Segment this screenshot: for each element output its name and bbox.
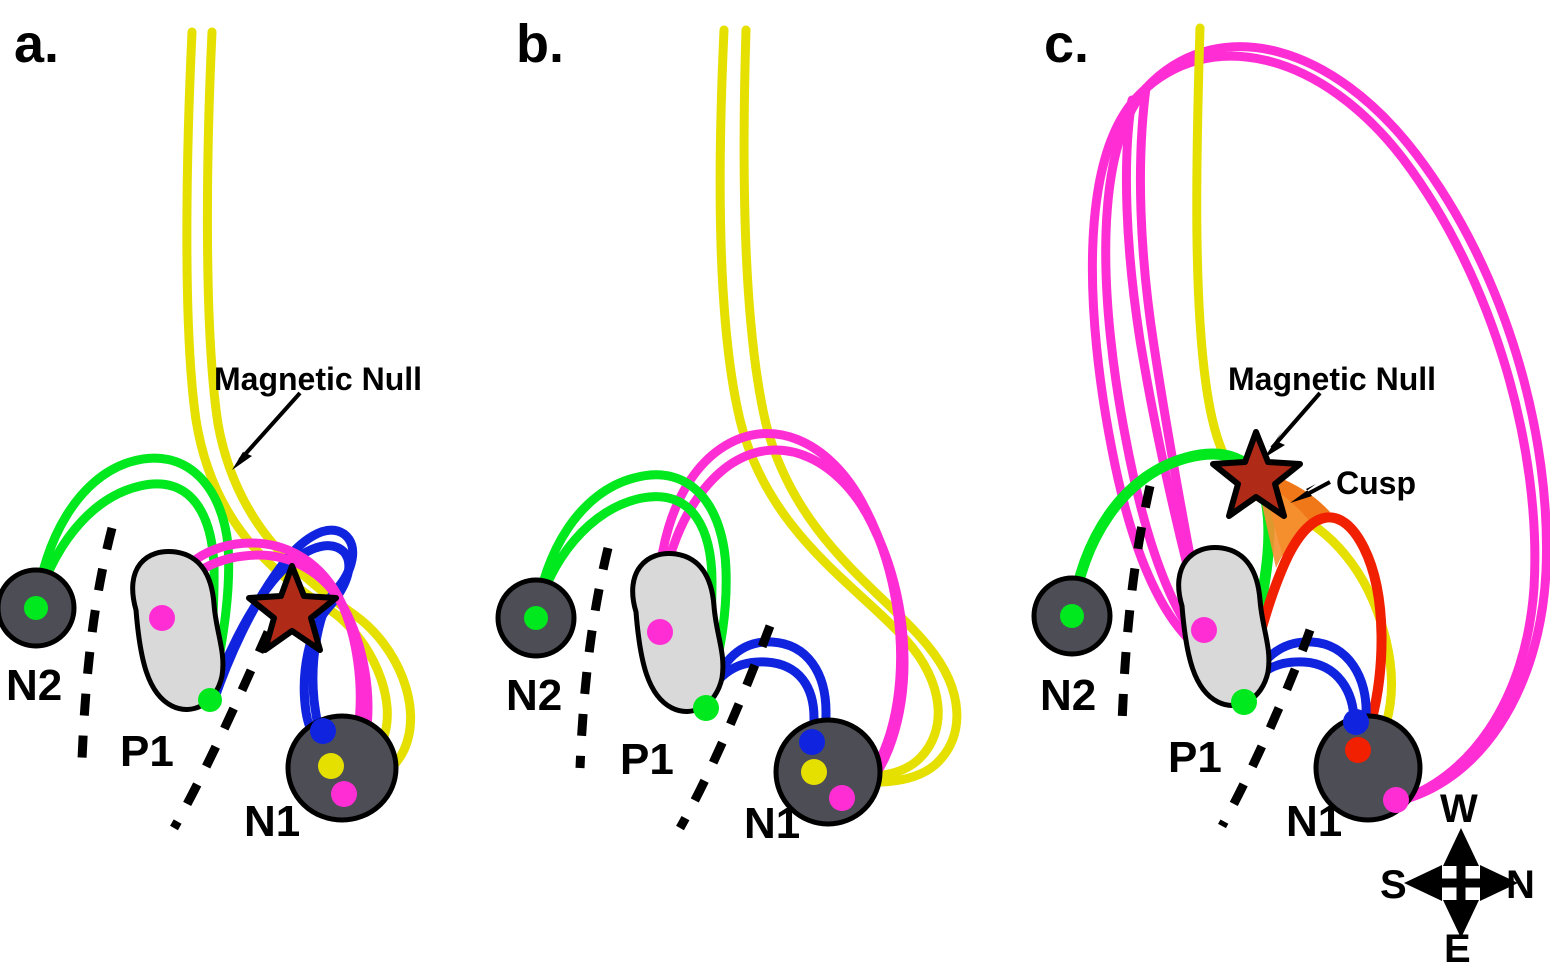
polarity-inversion-line	[1218, 628, 1315, 829]
compass-label-south: S	[1380, 863, 1407, 907]
compass-arrow-north-icon	[1480, 865, 1518, 901]
panel-c: Magnetic Null Cusp N2 P1 N1 c.	[1031, 14, 1550, 846]
annotation-leader-line	[1270, 391, 1322, 450]
footpoint-yellow-n1	[801, 759, 827, 785]
star-icon	[246, 563, 339, 653]
fieldline-yellow	[715, 25, 943, 781]
footpoint-blue-n1	[799, 729, 825, 755]
compass-arrow-south-icon	[1404, 865, 1442, 901]
region-label-n1: N1	[744, 799, 800, 848]
cusp-label: Cusp	[1336, 465, 1416, 501]
footpoint-magenta-n1	[1383, 787, 1409, 813]
footpoint-magenta-p1	[149, 605, 175, 631]
arrowhead-icon	[232, 442, 252, 470]
footpoint-magenta-p1	[647, 619, 673, 645]
panel-label-c: c.	[1044, 14, 1089, 74]
region-label-n1: N1	[244, 797, 300, 846]
footpoint-magenta-n1	[829, 785, 855, 811]
footpoint-green-p1	[693, 695, 719, 721]
footpoint-green-p1	[1231, 689, 1257, 715]
footpoint-red-n1	[1345, 737, 1371, 763]
compass-label-west: W	[1440, 787, 1478, 831]
arrowhead-icon	[1264, 431, 1285, 458]
magnetic-null-annotation: Magnetic Null	[214, 361, 422, 470]
footpoint-magenta-n1	[331, 781, 357, 807]
magnetic-null-label: Magnetic Null	[214, 361, 422, 397]
footpoint-blue-n1	[1343, 709, 1369, 735]
polarity-inversion-line	[1117, 485, 1155, 725]
region-label-p1: P1	[620, 735, 674, 784]
footpoint-magenta-p1	[1191, 617, 1217, 643]
fieldline-magenta	[1087, 51, 1540, 807]
footpoint-green-n2	[1060, 604, 1084, 628]
magnetic-null-label: Magnetic Null	[1228, 361, 1436, 397]
region-label-p1: P1	[1168, 733, 1222, 782]
region-label-n2: N2	[1040, 671, 1096, 720]
magnetic-null-star	[1210, 429, 1303, 519]
region-label-p1: P1	[120, 727, 174, 776]
panel-b-yellow-fieldlines	[715, 25, 962, 787]
footpoint-green-n2	[524, 606, 548, 630]
magnetic-null-annotation: Magnetic Null	[1228, 361, 1436, 458]
panel-b: N2 P1 N1 b.	[495, 14, 962, 848]
footpoint-green-p1	[198, 688, 222, 712]
compass-label-north: N	[1506, 863, 1535, 907]
panel-c-magenta-fieldlines	[1087, 42, 1550, 807]
cusp-annotation: Cusp	[1290, 465, 1416, 503]
panel-label-b: b.	[516, 14, 564, 74]
region-label-n1: N1	[1286, 797, 1342, 846]
region-label-n2: N2	[6, 661, 62, 710]
region-p1	[630, 551, 726, 714]
polarity-inversion-line	[77, 526, 117, 761]
region-label-n2: N2	[506, 671, 562, 720]
footpoint-blue-n1	[310, 718, 336, 744]
footpoint-green-n2	[24, 596, 48, 620]
footpoint-yellow-n1	[318, 753, 344, 779]
polarity-inversion-line	[575, 546, 613, 769]
fieldline-blue	[205, 541, 354, 740]
panel-a: Magnetic Null N2 P1 N1 a.	[0, 14, 422, 846]
star-icon	[1210, 429, 1303, 519]
arrowhead-icon	[1290, 484, 1316, 503]
region-p1	[1176, 545, 1272, 708]
compass-arrow-east-icon	[1443, 900, 1479, 938]
fieldline-yellow	[739, 25, 962, 787]
fieldline-magenta	[1101, 42, 1550, 807]
region-p1	[130, 549, 226, 712]
panel-label-a: a.	[14, 14, 59, 74]
compass-arrow-west-icon	[1443, 828, 1479, 866]
magnetic-null-star	[246, 563, 339, 653]
polarity-inversion-line	[170, 630, 273, 831]
annotation-leader-line	[238, 391, 302, 462]
fieldline-green	[31, 453, 234, 703]
compass-rose: W S N E	[1380, 787, 1535, 966]
compass-label-east: E	[1444, 927, 1471, 966]
